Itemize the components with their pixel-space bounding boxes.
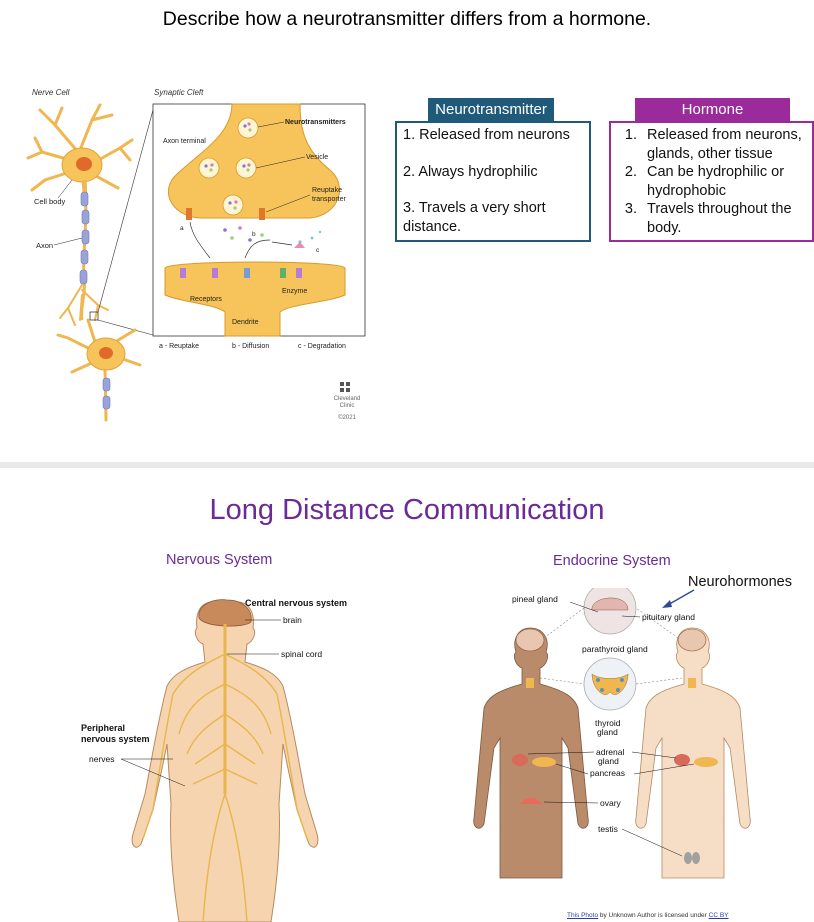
axon-terminal-label: Axon terminal [163, 138, 206, 145]
male-testis [684, 852, 700, 864]
mark-b: b [252, 231, 256, 238]
endocrine-system-figure: pineal gland pituitary gland parathyroid… [473, 588, 751, 879]
endocrine-system-label: Endocrine System [553, 553, 671, 569]
mark-c: c [316, 247, 320, 254]
reuptake-label-2: transporter [312, 196, 347, 203]
pns-label-2: nervous system [81, 734, 150, 744]
cleveland-clinic-logo [340, 382, 350, 392]
nerve-lines [142, 624, 308, 922]
spinal-cord-label: spinal cord [281, 649, 322, 659]
pancreas-label: pancreas [590, 768, 625, 778]
neurotransmitter-dots [204, 122, 322, 244]
reuptake-label-1: Reuptake [312, 187, 342, 194]
pns-label-1: Peripheral [81, 723, 125, 733]
axon-label: Axon [36, 241, 53, 250]
legend-b: b - Diffusion [232, 343, 269, 350]
photo-link[interactable]: This Photo [567, 912, 599, 919]
adrenal-label-1: adrenal [596, 747, 624, 757]
parathyroid-dots [596, 678, 624, 692]
slide-2: Long Distance Communication Nervous Syst… [0, 468, 814, 922]
zoom-marker [89, 311, 99, 321]
vesicle-label: Vesicle [306, 154, 328, 161]
parathyroid-label: parathyroid gland [582, 644, 648, 654]
thyroid-label-2: gland [597, 727, 618, 737]
male-pancreas [694, 757, 718, 767]
neuro-item-3: 3. Travels a very short distance. [403, 200, 546, 235]
neuro-item-1: 1. Released from neurons [403, 127, 570, 143]
mark-a: a [180, 225, 184, 232]
credit-2: Clinic [340, 403, 355, 409]
cell-body-label: Cell body [34, 197, 66, 206]
neurohormones-arrow [662, 589, 695, 608]
nervous-system-figure: Central nervous system brain spinal cord… [81, 598, 347, 922]
lower-neuron [56, 318, 142, 422]
vesicles [198, 117, 259, 216]
attribution-footer: This Photo by Unknown Author is licensed… [567, 912, 729, 919]
upper-neuron [26, 103, 134, 207]
male-adrenal [674, 754, 690, 766]
female-adrenal [512, 754, 528, 766]
cns-label: Central nervous system [245, 598, 347, 608]
female-pancreas [532, 757, 556, 767]
male-thyroid [688, 678, 696, 688]
neurohormones-label: Neurohormones [688, 574, 792, 590]
brain-label: brain [283, 615, 302, 625]
hormone-box: Released from neurons, glands, other tis… [609, 121, 814, 242]
synaptic-cleft-label: Synaptic Cleft [154, 88, 204, 97]
male-brain [677, 628, 707, 652]
female-brain [515, 628, 545, 652]
female-body [473, 627, 589, 879]
lower-nucleus [99, 347, 113, 359]
male-body [635, 627, 751, 879]
credit-3: ©2021 [338, 414, 356, 421]
credit-1: Cleveland [334, 396, 361, 402]
thyroid-label-1: thyroid [595, 718, 621, 728]
pathway-arrows [189, 221, 293, 259]
female-ovary [520, 798, 542, 804]
enzyme-shape [294, 242, 305, 248]
legend-c: c - Degradation [298, 343, 346, 350]
axon-terminal-branches [59, 284, 109, 326]
neurotransmitters-label: Neurotransmitters [285, 119, 346, 126]
neuro-item-2: 2. Always hydrophilic [403, 163, 538, 180]
hormone-header: Hormone [635, 98, 790, 121]
neurotransmitter-header: Neurotransmitter [428, 98, 554, 121]
lower-myelin [102, 377, 111, 410]
female-thyroid [526, 678, 534, 688]
neurotransmitter-box: 1. Released from neurons 2. Always hydro… [395, 121, 591, 242]
receptors-shapes [180, 268, 302, 278]
hormone-item-1: Released from neurons, glands, other tis… [641, 126, 806, 163]
neuron-synapse-figure: Nerve Cell Synaptic Cleft Ce [26, 88, 366, 422]
myelin-sheaths [79, 191, 90, 285]
testis-label: testis [598, 824, 618, 834]
ovary-label: ovary [600, 798, 622, 808]
dendrite-label: Dendrite [232, 319, 259, 326]
nervous-system-label: Nervous System [166, 552, 273, 568]
adrenal-label-2: gland [598, 756, 619, 766]
slide-title: Long Distance Communication [209, 494, 605, 526]
axon-terminal-shape [167, 103, 340, 219]
hormone-item-2: Can be hydrophilic or hydrophobic [641, 163, 806, 200]
attribution-text: by Unknown Author is licensed under [598, 912, 709, 919]
question-text: Describe how a neurotransmitter differs … [162, 8, 652, 30]
brain-zoom-circle [583, 588, 637, 635]
license-link[interactable]: CC BY [708, 912, 729, 919]
dendrite-shape [164, 261, 346, 337]
enzyme-label: Enzyme [282, 288, 307, 295]
nerves-label: nerves [89, 754, 115, 764]
nerve-cell-label: Nerve Cell [32, 88, 70, 97]
receptors-label: Receptors [190, 296, 222, 303]
transporters [186, 208, 265, 220]
upper-nucleus [76, 157, 92, 171]
pituitary-label: pituitary gland [642, 612, 695, 622]
zoom-lines [539, 607, 683, 685]
pineal-label: pineal gland [512, 594, 558, 604]
slide-1: Describe how a neurotransmitter differs … [0, 0, 814, 462]
legend-a: a - Reuptake [159, 343, 199, 350]
hormone-item-3: Travels throughout the body. [641, 200, 806, 237]
